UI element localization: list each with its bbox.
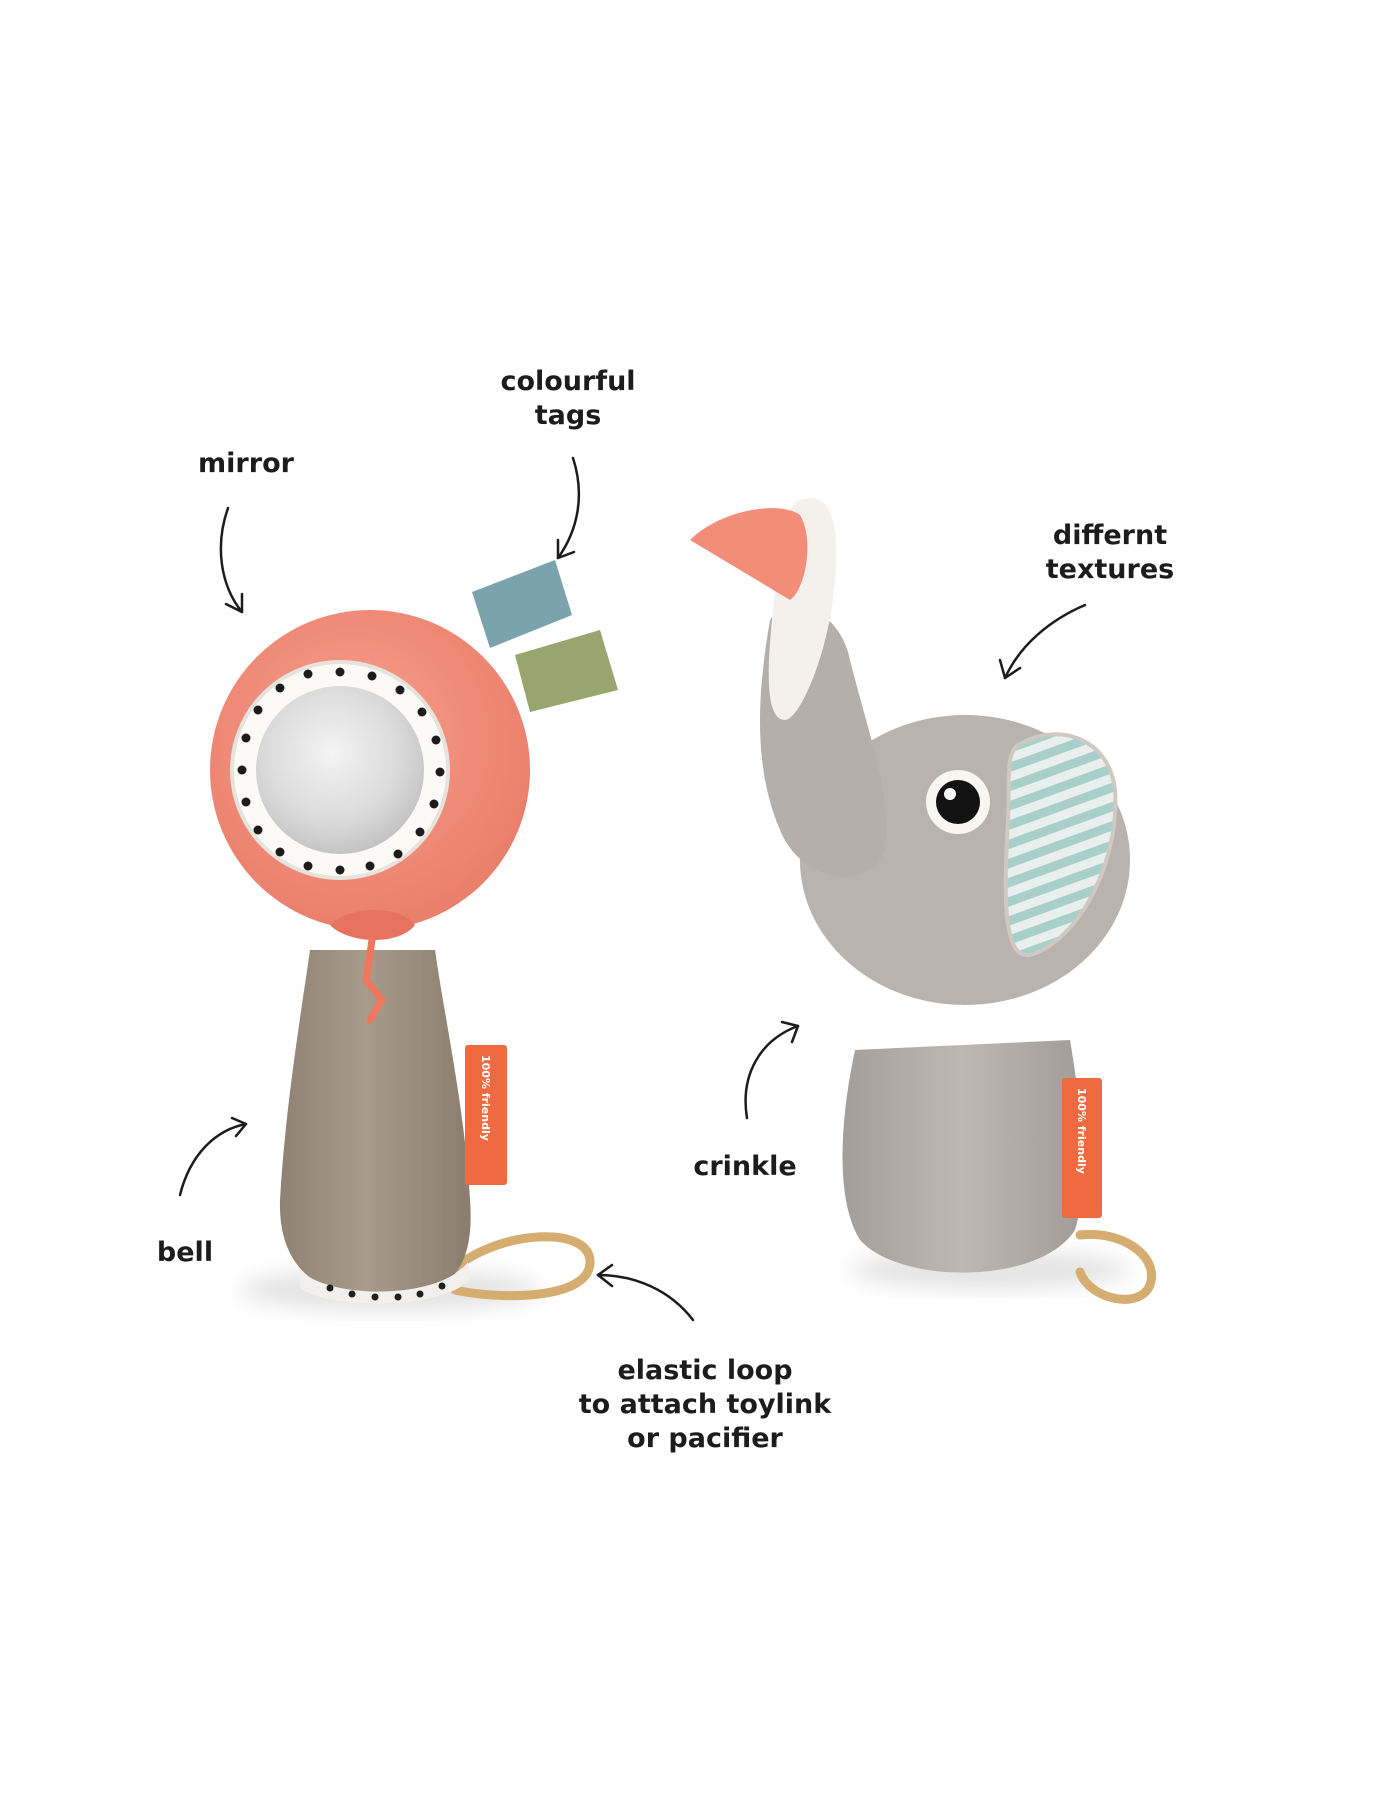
arrow-tags <box>556 456 581 560</box>
arrow-bell <box>178 1122 248 1197</box>
product-tag-right: 100% friendly <box>1062 1078 1102 1218</box>
arrow-textures <box>1003 603 1087 680</box>
arrow-loop <box>596 1273 695 1322</box>
product-tag-left: 100% friendly <box>465 1045 507 1185</box>
mirror-rim-dots <box>237 667 445 875</box>
label-mirror: mirror <box>198 448 294 479</box>
label-crinkle: crinkle <box>693 1151 797 1182</box>
elephant-rattle: 100% friendly <box>690 498 1157 1304</box>
product-tag-right-text: 100% friendly <box>1075 1088 1088 1174</box>
annotation-arrows <box>178 456 1087 1322</box>
label-different-textures: differnt textures <box>1045 520 1175 585</box>
arrow-crinkle <box>744 1024 800 1120</box>
label-colourful-tags: colourful tags <box>500 366 636 431</box>
label-elastic-loop: elastic loop to attach toylink or pacifi… <box>578 1355 832 1454</box>
mirror-rattle: 100% friendly <box>210 560 618 1304</box>
arrow-mirror <box>219 506 244 614</box>
label-bell: bell <box>156 1237 214 1268</box>
product-tag-left-text: 100% friendly <box>479 1055 492 1141</box>
